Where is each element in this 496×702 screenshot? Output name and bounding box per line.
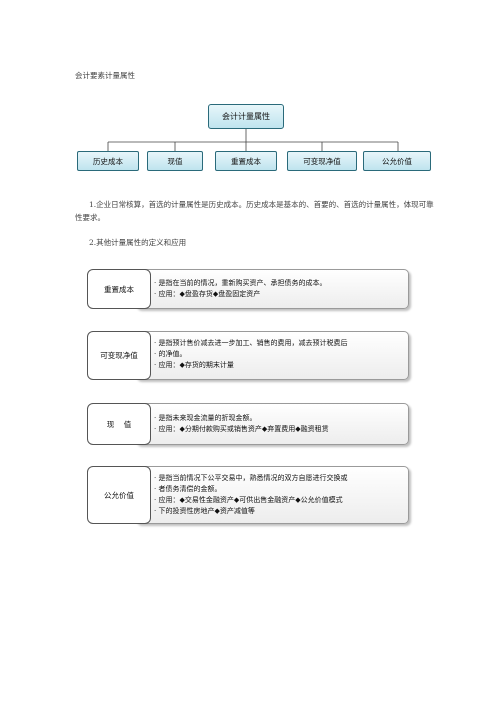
card-line: · 应用：◆交易性金融资产◆可供出售金融资产◆公允价值模式 — [154, 496, 343, 504]
card-body: · 是指预计售价减去进一步加工、销售的费用，减去预计税费后 · 的净值。 · 应… — [135, 331, 409, 380]
card-label: 现 值 — [87, 403, 151, 445]
card-label: 公允价值 — [87, 466, 151, 524]
diagram-node-historical-cost: 历史成本 — [77, 151, 139, 171]
card-label: 可变现净值 — [87, 331, 151, 380]
card-line: · 是指预计售价减去进一步加工、销售的费用，减去预计税费后 — [154, 339, 348, 347]
paragraph-1: 1.企业日常核算，首选的计量属性是历史成本。历史成本是基本的、首要的、首选的计量… — [75, 200, 434, 222]
page-title: 会计要素计量属性 — [75, 71, 135, 80]
card-net-realizable-value: 可变现净值 · 是指预计售价减去进一步加工、销售的费用，减去预计税费后 · 的净… — [87, 331, 409, 380]
card-line: · 应用：◆盘盈存货◆盘盈固定资产 — [154, 290, 261, 298]
card-line: · 应用：◆存货的期末计量 — [154, 361, 234, 369]
card-line: · 应用：◆分期付款购买或销售资产◆弃置费用◆融资租赁 — [154, 425, 329, 433]
card-body: · 是指在当前的情况，重新购买资产、承担债务的成本。 · 应用：◆盘盈存货◆盘盈… — [135, 269, 409, 309]
card-replacement-cost: 重置成本 · 是指在当前的情况，重新购买资产、承担债务的成本。 · 应用：◆盘盈… — [87, 269, 409, 309]
card-line: · 下的投资性房地产◆资产减值等 — [154, 507, 255, 515]
card-body: · 是指未来现金流量的折现金额。 · 应用：◆分期付款购买或销售资产◆弃置费用◆… — [135, 403, 409, 445]
diagram-root-node: 会计计量属性 — [208, 104, 284, 129]
card-label: 重置成本 — [87, 269, 151, 309]
card-line: · 的净值。 — [154, 350, 187, 358]
diagram-node-net-realizable-value: 可变现净值 — [287, 151, 357, 171]
card-present-value: 现 值 · 是指未来现金流量的折现金额。 · 应用：◆分期付款购买或销售资产◆弃… — [87, 403, 409, 445]
diagram-node-replacement-cost: 重置成本 — [215, 151, 277, 171]
card-line: · 是指当前情况下公平交易中，熟悉情况的双方自愿进行交换或 — [154, 474, 348, 482]
card-line: · 是指未来现金流量的折现金额。 — [154, 414, 257, 422]
card-line: · 是指在当前的情况，重新购买资产、承担债务的成本。 — [154, 279, 327, 287]
card-body: · 是指当前情况下公平交易中，熟悉情况的双方自愿进行交换或 · 者债务清偿的金额… — [135, 466, 409, 524]
card-fair-value: 公允价值 · 是指当前情况下公平交易中，熟悉情况的双方自愿进行交换或 · 者债务… — [87, 466, 409, 524]
diagram-node-fair-value: 公允价值 — [363, 151, 431, 171]
diagram-node-present-value: 现值 — [147, 151, 203, 171]
card-line: · 者债务清偿的金额。 — [154, 485, 222, 493]
paragraph-2: 2.其他计量属性的定义和应用 — [89, 238, 187, 247]
